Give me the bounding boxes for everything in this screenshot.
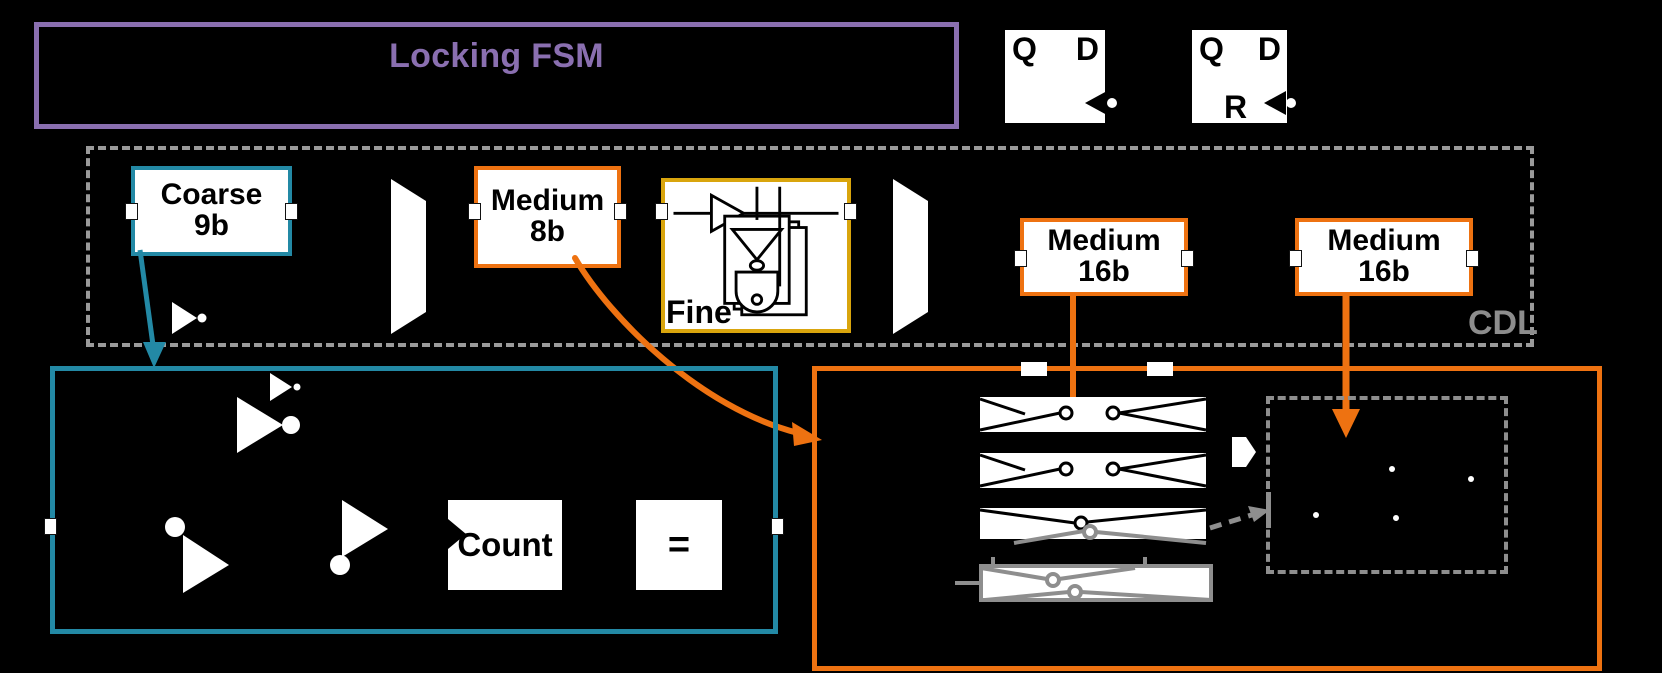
medium-8b-line2: 8b bbox=[529, 215, 565, 248]
locking-fsm-box: Locking FSM bbox=[34, 22, 959, 129]
array-cell-dot-3 bbox=[1313, 512, 1319, 518]
dff-1: Q D bbox=[1005, 30, 1105, 123]
medium-16b-2-port-right bbox=[1466, 250, 1479, 267]
dff-2: Q D R bbox=[1192, 30, 1287, 123]
coarse-9b-line1: Coarse bbox=[160, 178, 263, 212]
coarse-9b-port-right bbox=[285, 203, 298, 220]
medium-16b-2-port-left bbox=[1289, 250, 1302, 267]
medium-16b-1-line2: 16b bbox=[1078, 255, 1130, 288]
fine-port-right bbox=[844, 203, 857, 220]
medium16b-to-array-arrow bbox=[1332, 296, 1360, 438]
cdl-region bbox=[86, 146, 1534, 347]
fine-block-schematic bbox=[673, 186, 839, 317]
delay-buffer-trapezoid-2 bbox=[893, 179, 928, 334]
medium-8b-port-left bbox=[468, 203, 481, 220]
counter-inverter-icon-2 bbox=[237, 397, 300, 453]
coarse-9b-block[interactable]: Coarse 9b bbox=[131, 166, 292, 256]
counter-inverter-icon-3 bbox=[165, 517, 229, 593]
count-block[interactable]: Count bbox=[448, 500, 562, 590]
array-cell-dot-4 bbox=[1393, 515, 1399, 521]
dff-2-clock-icon bbox=[1264, 91, 1296, 115]
array-cell-dot-2 bbox=[1468, 476, 1474, 482]
dff-2-d-label: D bbox=[1257, 31, 1281, 67]
medium-16b-1-port-right bbox=[1181, 250, 1194, 267]
medium-16b-1-down-wire bbox=[1070, 296, 1076, 412]
dff-2-r-label: R bbox=[1224, 89, 1248, 125]
switch-to-array-arrow bbox=[1209, 506, 1270, 531]
medium-8b-block[interactable]: Medium 8b bbox=[474, 166, 621, 268]
medium-16b-block-1[interactable]: Medium 16b bbox=[1020, 218, 1188, 296]
coarse-to-counter-arrow bbox=[137, 249, 166, 368]
switch-output-arrow-icon bbox=[1232, 437, 1256, 467]
medium-16b-1-port-left bbox=[1014, 250, 1027, 267]
medium-16b-2-line1: Medium bbox=[1327, 224, 1441, 258]
fine-block-label: Fine bbox=[666, 294, 732, 330]
switch-bar-3 bbox=[979, 508, 1207, 545]
fine-block[interactable] bbox=[661, 178, 851, 333]
counter-region bbox=[50, 366, 778, 634]
medium-8b-line1: Medium bbox=[490, 184, 605, 218]
delay-array-region bbox=[1266, 396, 1508, 574]
compare-block[interactable]: = bbox=[636, 500, 722, 590]
medium-16b-2-line2: 16b bbox=[1358, 255, 1410, 288]
medium-16b-1-line1: Medium bbox=[1047, 224, 1161, 258]
array-cell-dot-1 bbox=[1389, 466, 1395, 472]
dff-1-d-label: D bbox=[1075, 31, 1099, 67]
compare-block-label: = bbox=[667, 523, 691, 566]
dff-2-q-label: Q bbox=[1199, 31, 1224, 67]
counter-region-port-left bbox=[44, 518, 57, 535]
count-block-clock-icon bbox=[448, 519, 466, 549]
fine-port-left bbox=[655, 203, 668, 220]
count-block-label: Count bbox=[457, 526, 553, 563]
delay-buffer-trapezoid-1 bbox=[391, 179, 426, 334]
switch-region-port-top-1 bbox=[1021, 362, 1047, 376]
locking-fsm-title: Locking FSM bbox=[389, 37, 604, 75]
medium-8b-port-right bbox=[614, 203, 627, 220]
switch-bar-1 bbox=[979, 397, 1207, 432]
counter-region-port-right bbox=[771, 518, 784, 535]
medium-16b-block-2[interactable]: Medium 16b bbox=[1295, 218, 1473, 296]
coarse-9b-port-left bbox=[125, 203, 138, 220]
cdl-region-label: CDL bbox=[1468, 304, 1538, 342]
switch-region-port-top-2 bbox=[1147, 362, 1173, 376]
switch-bar-2 bbox=[979, 453, 1207, 488]
dff-1-q-label: Q bbox=[1012, 31, 1037, 67]
coarse-9b-line2: 9b bbox=[193, 209, 229, 242]
switch-bar-4 bbox=[955, 557, 1213, 602]
counter-inverter-icon-4 bbox=[330, 500, 388, 575]
cdl-inverter-icon-1 bbox=[172, 302, 207, 334]
switch-region bbox=[812, 366, 1602, 671]
counter-inverter-icon-1 bbox=[270, 373, 301, 401]
dff-1-clock-icon bbox=[1085, 91, 1117, 115]
